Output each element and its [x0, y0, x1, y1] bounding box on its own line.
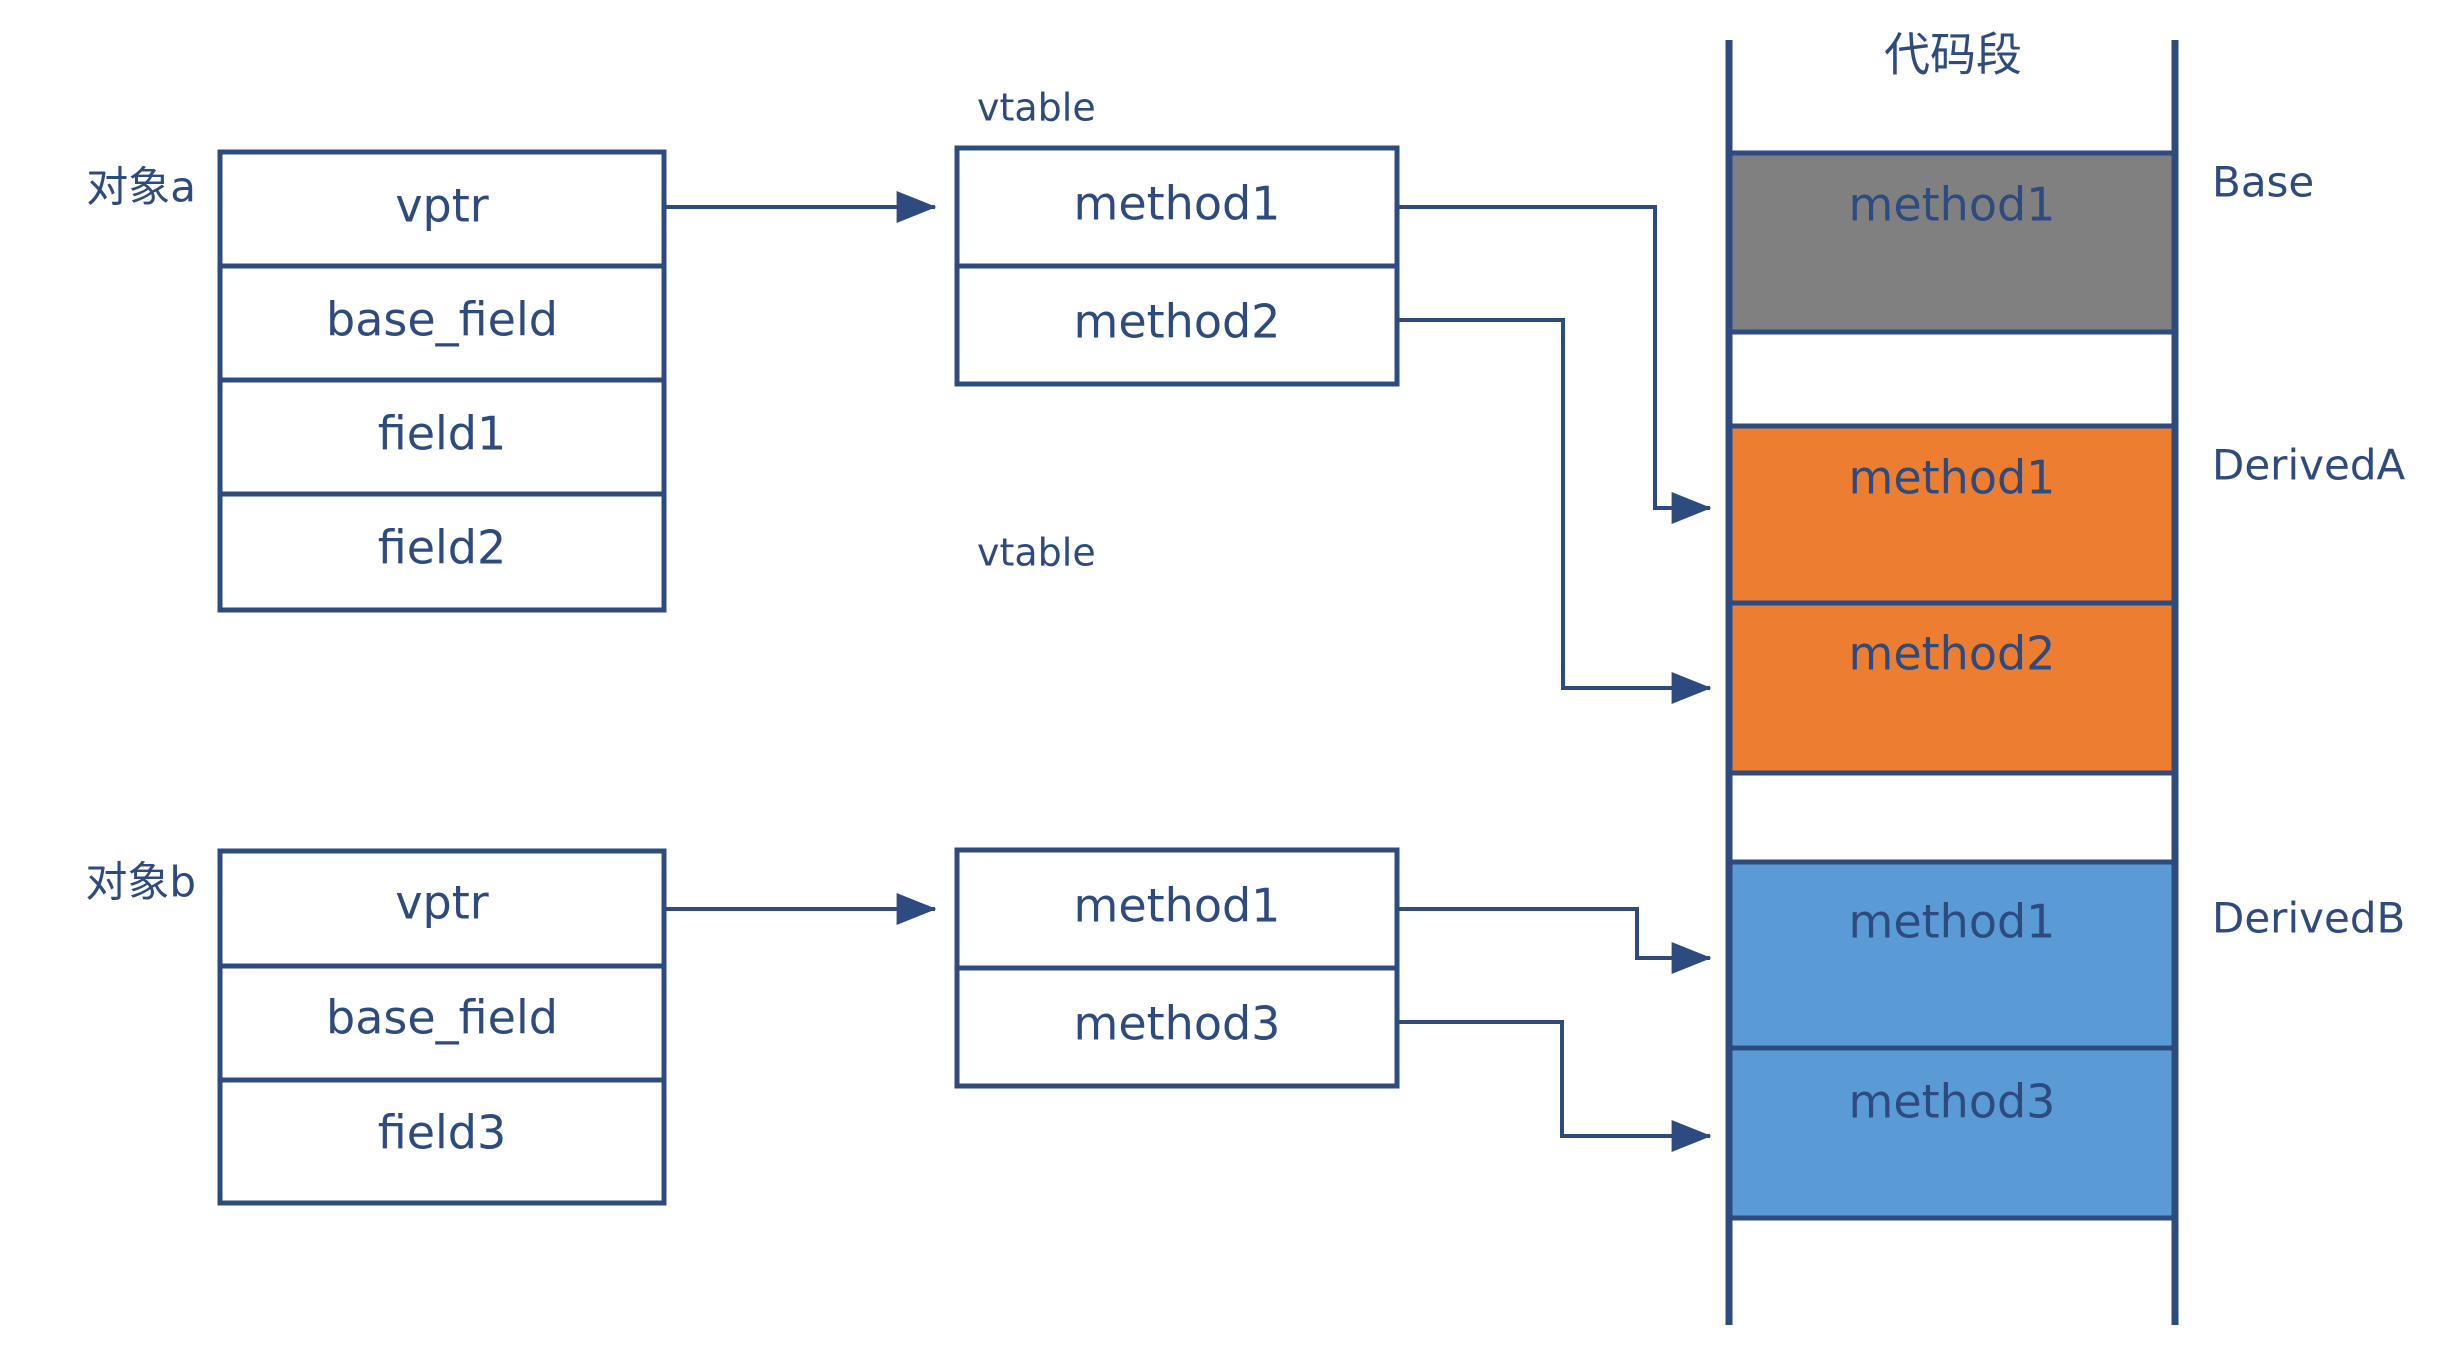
object-a-row-field1: field1: [378, 407, 507, 461]
code-group-label-base: Base: [2212, 158, 2314, 207]
vtable-a-entry-method1: method1: [1074, 177, 1281, 231]
vtable-b-entry-method3: method3: [1074, 997, 1281, 1051]
code-block-derivedb-method1[interactable]: [1726, 859, 2178, 1051]
object-b-group: 对象b vptr base_field field3: [85, 848, 667, 1206]
object-a-row-base-field: base_field: [326, 293, 558, 347]
object-a-row-field2: field2: [378, 521, 507, 575]
arrow-vtableb-method1-to-derivedb-method1: [1397, 907, 1712, 974]
arrow-vtablea-method1-to-deriveda-method1: [1397, 205, 1712, 524]
vtable-b-group: vtable method1 method3: [954, 531, 1400, 1089]
code-segment-title: 代码段: [1884, 28, 2022, 82]
vtable-b-entry-method1: method1: [1074, 879, 1281, 933]
object-b-row-field3: field3: [378, 1106, 507, 1160]
object-b-row-vptr: vptr: [395, 876, 488, 930]
vtable-b-caption: vtable: [977, 531, 1096, 575]
object-a-row-vptr: vptr: [395, 179, 488, 233]
object-a-group: 对象a vptr base_field field1 field2: [86, 149, 667, 613]
arrow-vtableb-method3-to-derivedb-method3: [1397, 1020, 1712, 1152]
code-block-base-method1[interactable]: [1726, 150, 2178, 335]
object-b-label: 对象b: [85, 858, 196, 907]
code-block-deriveda-method1-label: method1: [1849, 451, 2056, 505]
code-block-derivedb-method3[interactable]: [1726, 1045, 2178, 1221]
code-segment-group: 代码段 method1 Base method1 method2 Derived…: [1725, 28, 2405, 1325]
vtable-a-group: vtable method1 method2: [954, 86, 1400, 387]
code-block-deriveda-method2-label: method2: [1849, 627, 2056, 681]
object-a-label: 对象a: [86, 163, 196, 212]
code-group-label-deriveda: DerivedA: [2212, 441, 2405, 490]
code-block-base-method1-label: method1: [1849, 178, 2056, 232]
object-b-row-base-field: base_field: [326, 991, 558, 1045]
code-block-deriveda-method1[interactable]: [1726, 423, 2178, 606]
vtable-a-caption: vtable: [977, 86, 1096, 130]
code-block-derivedb-method1-label: method1: [1849, 895, 2056, 949]
code-block-deriveda-method2[interactable]: [1726, 600, 2178, 776]
code-group-label-derivedb: DerivedB: [2212, 894, 2405, 943]
object-b-box[interactable]: [217, 848, 667, 1206]
code-block-derivedb-method3-label: method3: [1849, 1075, 2056, 1129]
vtable-a-entry-method2: method2: [1074, 295, 1281, 349]
arrow-vtablea-method2-to-deriveda-method2: [1397, 318, 1712, 704]
